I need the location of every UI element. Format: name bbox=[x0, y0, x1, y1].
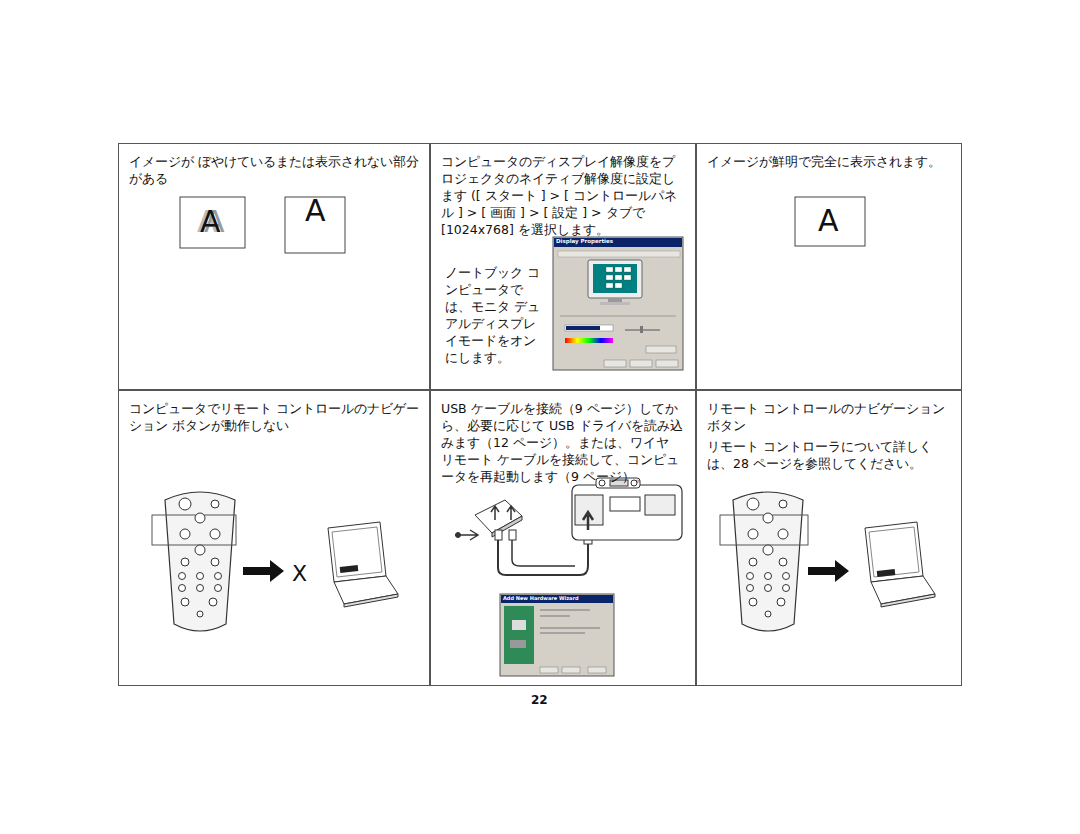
table-cell: イメージが鮮明で完全に表示されます。 bbox=[696, 143, 962, 390]
cell-text: イメージが鮮明で完全に表示されます。 bbox=[707, 153, 951, 170]
blurred-letter: A bbox=[200, 207, 221, 237]
remote-buttons bbox=[747, 513, 790, 617]
x-mark: X bbox=[292, 563, 307, 585]
display-properties-window bbox=[553, 237, 683, 370]
cell-text: コンピュータのディスプレイ解像度をプロジェクタのネイティブ解像度に設定します (… bbox=[441, 153, 685, 238]
cell-text: イメージが ぼやけているまたは表示されない部分がある bbox=[129, 153, 419, 187]
connection-illustration bbox=[455, 478, 682, 575]
table-cell: イメージが ぼやけているまたは表示されない部分がある bbox=[118, 143, 430, 390]
table-cell: USB ケーブルを接続（9 ページ）してから、必要に応じて USB ドライバを読… bbox=[430, 390, 696, 686]
cell-text: ノートブック コンピュータでは、モニタ デュアルディスプレイモードをオンにします… bbox=[445, 264, 545, 366]
table-cell: コンピュータでリモート コントロールのナビゲーション ボタンが動作しない bbox=[118, 390, 430, 686]
window-title: Display Properties bbox=[556, 239, 613, 245]
remote-buttons bbox=[179, 513, 222, 617]
window-title: Add New Hardware Wizard bbox=[503, 596, 578, 601]
cell-text: リモート コントロールのナビゲーション ボタン bbox=[707, 400, 951, 434]
hardware-wizard-window bbox=[500, 594, 614, 676]
cell-text: コンピュータでリモート コントロールのナビゲーション ボタンが動作しない bbox=[129, 400, 419, 434]
cell-text: リモート コントローラについて詳しくは、28 ページを参照してください。 bbox=[707, 438, 951, 472]
table-cell: リモート コントロールのナビゲーション ボタンリモート コントローラについて詳し… bbox=[696, 390, 962, 686]
table-cell: コンピュータのディスプレイ解像度をプロジェクタのネイティブ解像度に設定します (… bbox=[430, 143, 696, 390]
letter-sample: A bbox=[305, 196, 326, 226]
letter-sample: A bbox=[818, 206, 839, 236]
page-number: 22 bbox=[531, 694, 548, 706]
cell-text: USB ケーブルを接続（9 ページ）してから、必要に応じて USB ドライバを読… bbox=[441, 400, 685, 485]
